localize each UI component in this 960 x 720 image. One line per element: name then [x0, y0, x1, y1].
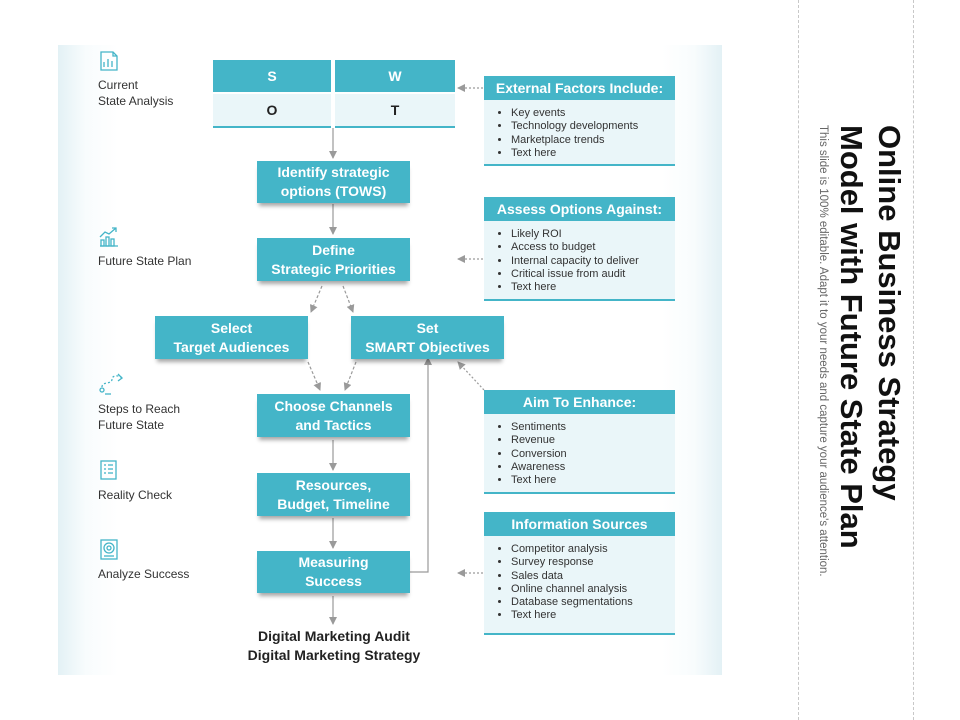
info-item: Database segmentations — [511, 596, 669, 609]
info-title-external: External Factors Include: — [484, 76, 675, 100]
flow-box-smart: Set SMART Objectives — [351, 316, 504, 359]
info-item: Revenue — [511, 434, 669, 447]
left-label-analyze-success: Analyze Success — [98, 567, 190, 581]
info-item: Marketplace trends — [511, 134, 669, 147]
swot-cell-t: T — [335, 94, 455, 128]
bottom-label: Digital Marketing Audit Digital Marketin… — [213, 627, 455, 665]
title-block: Online Business Strategy Model with Futu… — [817, 125, 908, 595]
target-document-icon — [100, 539, 118, 560]
arrow-priorities-to-smart — [342, 285, 355, 313]
info-item: Text here — [511, 147, 669, 160]
info-item: Text here — [511, 281, 669, 294]
info-item: Conversion — [511, 448, 669, 461]
info-item: Likely ROI — [511, 228, 669, 241]
page-title: Online Business Strategy Model with Futu… — [834, 125, 907, 549]
path-steps-icon — [99, 373, 123, 395]
flow-box-audiences: Select Target Audiences — [155, 316, 308, 359]
info-body-aim: Sentiments Revenue Conversion Awareness … — [484, 414, 675, 494]
bottom-label-line2: Digital Marketing Strategy — [247, 647, 421, 663]
arrow-aim-to-smart — [457, 361, 485, 391]
left-label-reality-check: Reality Check — [98, 488, 173, 502]
left-label-steps: Steps to Reach Future State — [98, 402, 181, 432]
info-body-sources: Competitor analysis Survey response Sale… — [484, 536, 675, 635]
flow-box-resources: Resources, Budget, Timeline — [257, 473, 410, 516]
feedback-loop-line — [410, 357, 432, 573]
checklist-icon — [100, 460, 117, 480]
left-label-future-state: Future State Plan — [98, 254, 192, 268]
flow-box-tows: Identify strategic options (TOWS) — [257, 161, 410, 203]
arrow-priorities-to-audiences — [310, 285, 323, 313]
info-title-sources: Information Sources — [484, 512, 675, 536]
info-item: Technology developments — [511, 120, 669, 133]
info-item: Sentiments — [511, 421, 669, 434]
info-item: Access to budget — [511, 241, 669, 254]
swot-cell-w: W — [335, 60, 455, 92]
left-label-current-state: Current State Analysis — [98, 78, 174, 108]
info-title-aim: Aim To Enhance: — [484, 390, 675, 414]
info-item: Competitor analysis — [511, 543, 669, 556]
chart-icon — [100, 51, 118, 71]
info-item: Internal capacity to deliver — [511, 255, 669, 268]
info-item: Critical issue from audit — [511, 268, 669, 281]
info-item: Awareness — [511, 461, 669, 474]
info-item: Text here — [511, 474, 669, 487]
info-body-external: Key events Technology developments Marke… — [484, 100, 675, 166]
info-item: Sales data — [511, 570, 669, 583]
growth-chart-icon — [99, 227, 118, 247]
page-subtitle: This slide is 100% editable. Adapt it to… — [817, 125, 829, 577]
swot-cell-o: O — [213, 94, 331, 128]
info-body-assess: Likely ROI Access to budget Internal cap… — [484, 221, 675, 301]
arrow-smart-to-channels — [343, 361, 357, 391]
bottom-label-line1: Digital Marketing Audit — [258, 628, 410, 644]
flow-box-channels: Choose Channels and Tactics — [257, 394, 410, 437]
divider-line — [913, 0, 914, 720]
info-title-assess: Assess Options Against: — [484, 197, 675, 221]
info-item: Key events — [511, 107, 669, 120]
swot-cell-s: S — [213, 60, 331, 92]
arrow-audiences-to-channels — [307, 361, 321, 391]
flow-box-priorities: Define Strategic Priorities — [257, 238, 410, 281]
info-item: Survey response — [511, 556, 669, 569]
flow-box-measuring: Measuring Success — [257, 551, 410, 593]
info-item: Text here — [511, 609, 669, 622]
info-item: Online channel analysis — [511, 583, 669, 596]
divider-line — [798, 0, 799, 720]
